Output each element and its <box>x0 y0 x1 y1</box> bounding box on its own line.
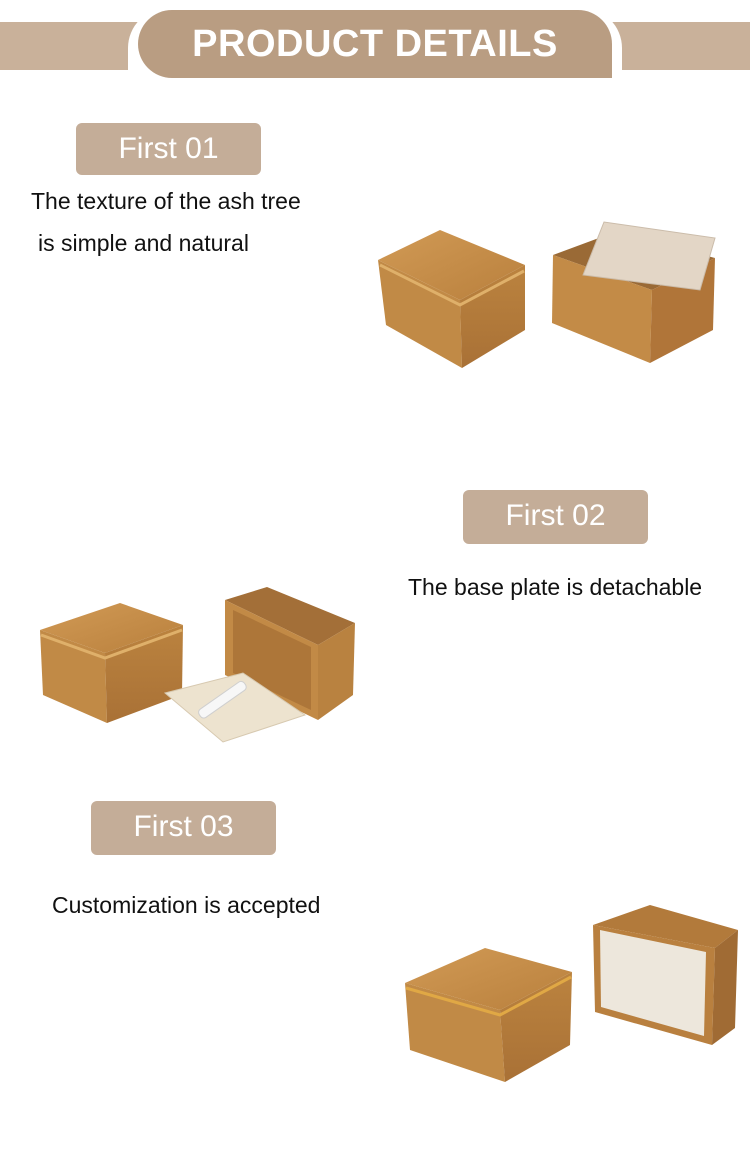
base-plate <box>163 672 307 743</box>
closed-box <box>378 230 525 368</box>
product-photo-3 <box>405 905 738 1082</box>
section-1-line-1: The texture of the ash tree <box>31 188 301 214</box>
section-3-pill: First 03 <box>91 801 276 855</box>
banner-band-right <box>600 22 750 70</box>
banner <box>138 10 612 78</box>
section-1-pill: First 01 <box>76 123 261 175</box>
section-1-line-2: is simple and natural <box>38 230 249 256</box>
product-photo-1 <box>378 221 716 368</box>
closed-box <box>40 603 183 723</box>
section-2-pill: First 02 <box>463 490 648 544</box>
page-title: PRODUCT DETAILS <box>192 23 558 65</box>
section-2-line-1: The base plate is detachable <box>408 574 703 600</box>
closed-box <box>405 948 572 1082</box>
open-box <box>225 587 355 720</box>
section-3-line-1: Customization is accepted <box>52 892 321 918</box>
open-box-base <box>593 905 738 1045</box>
product-photo-2 <box>40 587 355 743</box>
open-box <box>552 221 716 363</box>
